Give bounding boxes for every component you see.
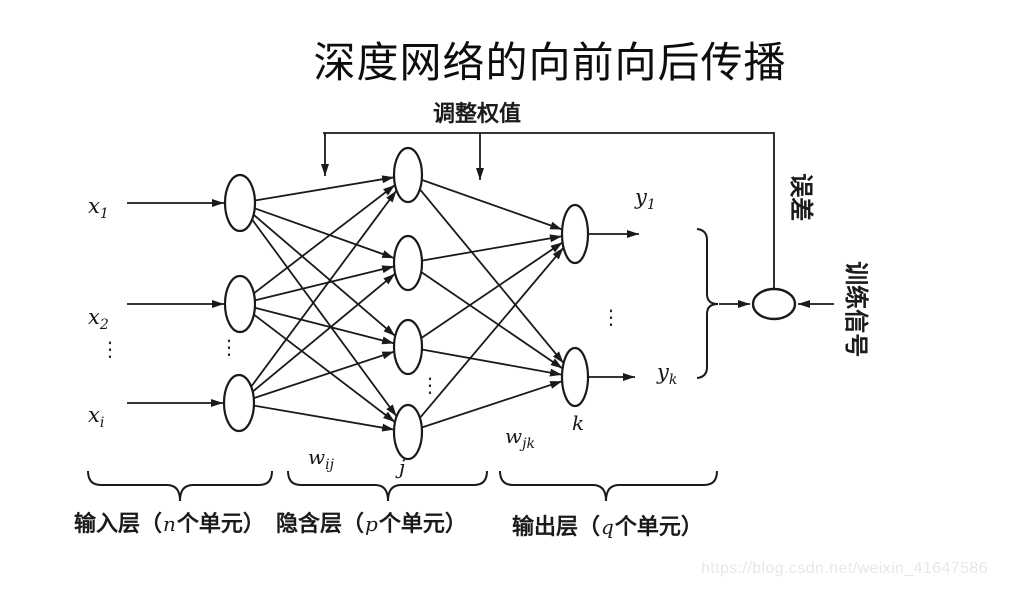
connection-line xyxy=(421,348,563,377)
hidden-node xyxy=(392,403,424,461)
connection-line xyxy=(421,380,563,429)
connection-line xyxy=(420,241,564,339)
connection-line xyxy=(419,247,565,419)
input-node xyxy=(223,274,257,334)
input-node xyxy=(223,173,257,233)
caption-input-layer: 输入层（n个单元） xyxy=(74,512,265,537)
caption-hidden-layer: 隐含层（p个单元） xyxy=(276,512,467,537)
weight-label-wij: wij xyxy=(308,445,334,473)
hidden-index-label: j xyxy=(399,455,406,479)
network-connections xyxy=(250,175,565,432)
connection-line xyxy=(253,350,395,399)
input-label-xi: xi xyxy=(88,403,105,432)
connection-line xyxy=(253,214,396,337)
feedback-loop xyxy=(321,132,775,289)
input-layer-nodes xyxy=(222,173,257,433)
weight-label-wjk: wjk xyxy=(505,424,535,452)
connection-line xyxy=(254,306,395,345)
connection-line xyxy=(421,179,563,231)
output-arrows xyxy=(589,230,639,381)
ellipsis-output-nodes: ⋮ xyxy=(601,305,621,329)
connection-line xyxy=(420,271,564,370)
hidden-node xyxy=(392,318,424,376)
output-node xyxy=(560,203,590,265)
error-comparator xyxy=(696,228,834,379)
caption-output-layer: 输出层（q个单元） xyxy=(512,515,703,540)
hidden-layer-brace xyxy=(287,470,488,502)
input-node xyxy=(222,373,256,433)
input-arrows xyxy=(127,199,224,407)
output-label-y1: y1 xyxy=(635,185,656,214)
connection-line xyxy=(253,404,395,432)
output-node xyxy=(560,346,590,408)
error-label: 误差 xyxy=(787,173,816,222)
input-label-x1: x1 xyxy=(88,194,109,223)
feedback-line xyxy=(323,132,775,289)
input-layer-brace xyxy=(87,470,273,502)
training-signal-label: 训练信号 xyxy=(842,261,871,358)
connection-line xyxy=(254,207,395,259)
connection-line xyxy=(253,184,396,295)
ellipsis-input-labels: ⋮ xyxy=(100,337,120,361)
ellipsis-hidden-nodes: ⋮ xyxy=(420,373,440,397)
output-index-label: k xyxy=(572,411,585,435)
connection-line xyxy=(419,188,565,364)
connection-line xyxy=(421,234,563,262)
connection-line xyxy=(253,313,396,423)
ellipsis-input-nodes: ⋮ xyxy=(219,335,239,359)
connection-line xyxy=(251,218,398,417)
input-label-x2: x2 xyxy=(88,305,109,334)
watermark: https://blog.csdn.net/weixin_41647586 xyxy=(701,560,988,577)
hidden-layer-nodes xyxy=(392,146,424,461)
hidden-node xyxy=(392,146,424,204)
connection-line xyxy=(252,273,396,393)
error-node xyxy=(751,287,797,321)
output-layer-brace xyxy=(499,470,718,502)
output-layer-nodes xyxy=(560,203,590,408)
connection-line xyxy=(254,265,395,302)
page-title: 深度网络的向前向后传播 xyxy=(313,38,787,87)
connection-line xyxy=(250,189,398,388)
hidden-node xyxy=(392,234,424,292)
adjust-weights-label: 调整权值 xyxy=(433,102,522,127)
output-gather-brace xyxy=(696,228,719,379)
output-label-yk: yk xyxy=(657,360,678,389)
layer-braces xyxy=(87,470,718,502)
connection-line xyxy=(254,175,395,202)
